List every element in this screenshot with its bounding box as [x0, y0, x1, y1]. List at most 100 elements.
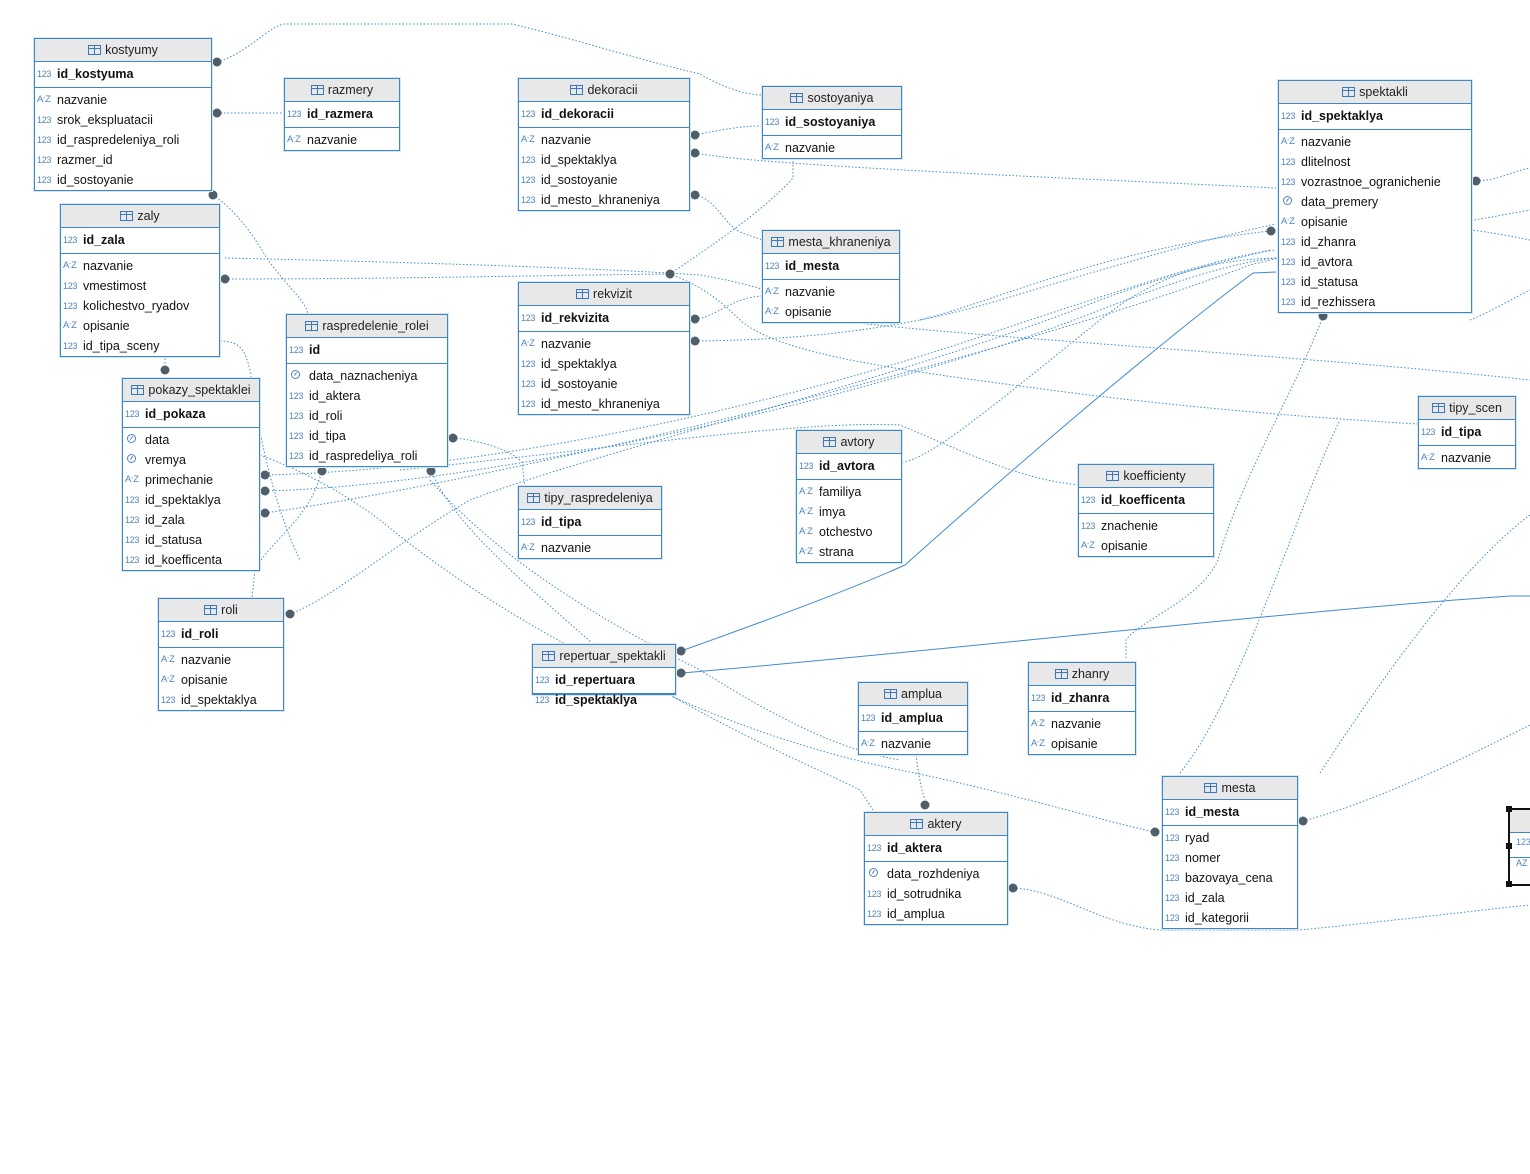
selection-handle[interactable]: [1506, 881, 1512, 887]
column-row[interactable]: data_premery: [1279, 192, 1471, 212]
table-header[interactable]: dekoracii: [519, 79, 689, 102]
table-header[interactable]: roli: [159, 599, 283, 622]
table-header[interactable]: tipy_raspredeleniya: [519, 487, 661, 510]
table-header[interactable]: repertuar_spektakli: [533, 645, 675, 668]
column-row[interactable]: data: [123, 430, 259, 450]
table-header[interactable]: raspredelenie_rolei: [287, 315, 447, 338]
table-header[interactable]: koefficienty: [1079, 465, 1213, 488]
table-header[interactable]: zhanry: [1029, 663, 1135, 686]
table-header[interactable]: spektakli: [1279, 81, 1471, 104]
table-header[interactable]: tipy_scen: [1419, 397, 1515, 420]
selection-handle[interactable]: [1506, 806, 1512, 812]
table-header[interactable]: kostyumy: [35, 39, 211, 62]
column-row[interactable]: data_naznacheniya: [287, 366, 447, 386]
table-header[interactable]: aktery: [865, 813, 1007, 836]
table-header[interactable]: mesta: [1163, 777, 1297, 800]
table-header[interactable]: sostoyaniya: [763, 87, 901, 110]
table-header[interactable]: pokazy_spektaklei: [123, 379, 259, 402]
table-header[interactable]: avtory: [797, 431, 901, 454]
